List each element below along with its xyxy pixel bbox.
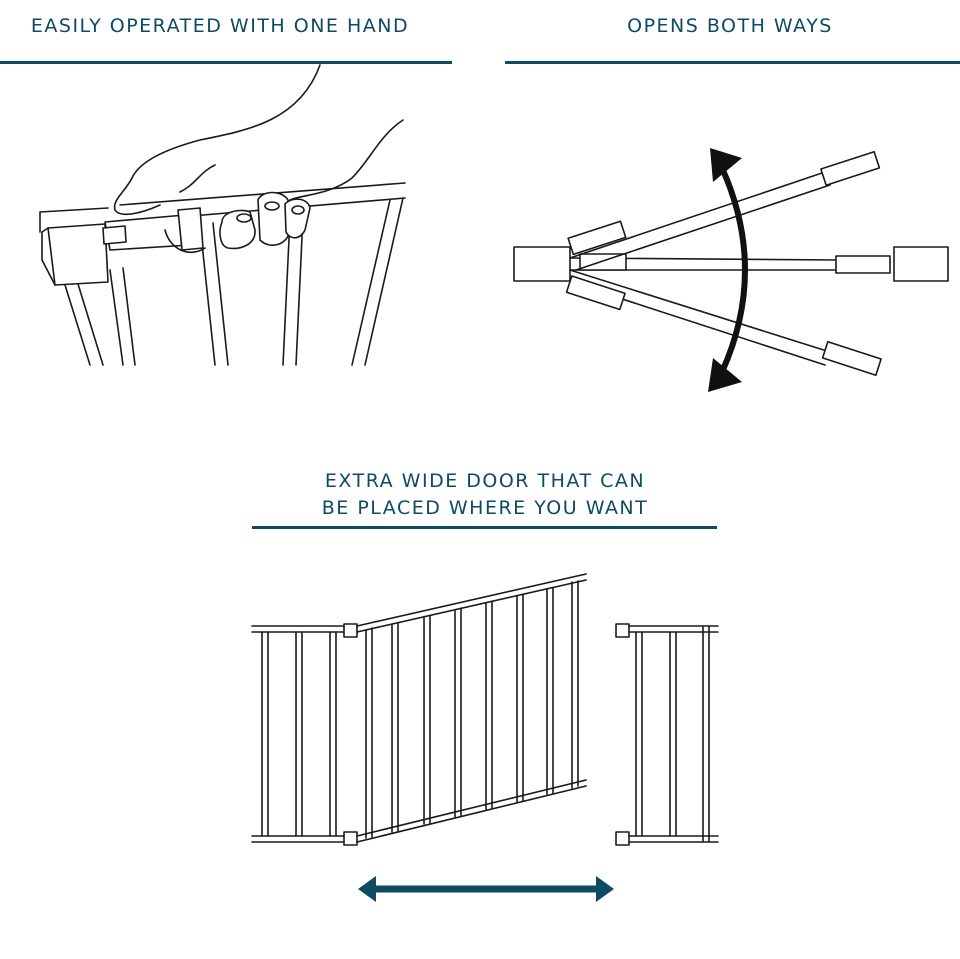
panel-divider-one-hand: [0, 61, 452, 64]
wide-door-diagram: [251, 573, 719, 902]
panel-divider-wide-door: [252, 526, 717, 529]
panel-title-wide-door-line1: EXTRA WIDE DOOR THAT CAN: [324, 470, 646, 492]
left-post-block: [513, 246, 571, 282]
right-post-block: [893, 246, 949, 282]
swing-arrow-icon: [719, 166, 748, 374]
panel-title-one-hand: EASILY OPERATED WITH ONE HAND: [30, 15, 410, 37]
hand-on-gate-icon: [39, 64, 406, 366]
double-arrow-icon: [358, 876, 614, 902]
panel-title-both-ways: OPENS BOTH WAYS: [627, 15, 833, 37]
opens-both-ways-diagram: [513, 148, 949, 392]
panel-title-wide-door-line2: BE PLACED WHERE YOU WANT: [321, 497, 649, 519]
panel-divider-both-ways: [505, 61, 960, 64]
